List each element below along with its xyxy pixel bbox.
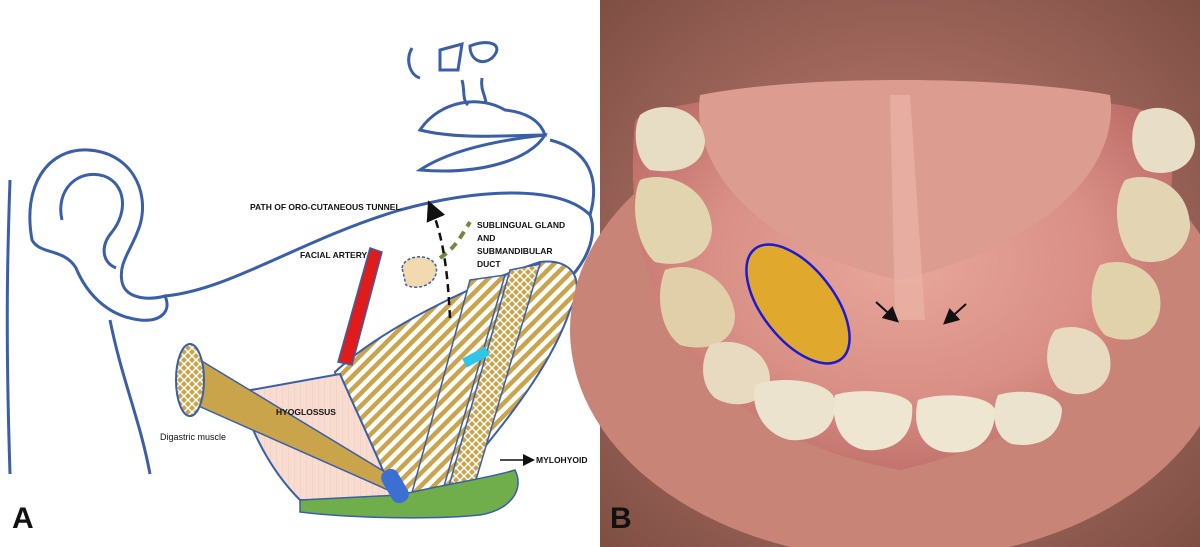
label-mylohyoid: MYLOHYOID [536,455,587,465]
label-sublingual-1: SUBLINGUAL GLAND [477,220,565,230]
lip-upper [417,100,548,138]
frenulum [890,95,925,320]
neck-front [108,319,152,475]
teeth-left [635,107,770,405]
nose-left [407,47,421,80]
nose-center [438,41,464,72]
panel-b: B [570,0,1200,547]
lip-lower [415,133,548,173]
arrow-left [875,301,899,323]
highlight-ellipse [745,243,851,365]
label-tunnel-path: PATH OF ORO-CUTANEOUS TUNNEL [250,202,401,212]
facial-artery [337,247,383,366]
label-hyoglossus: HYOGLOSSUS [276,407,336,417]
label-sublingual-4: DUCT [477,259,501,269]
panel-a: PATH OF ORO-CUTANEOUS TUNNEL SUBLINGUAL … [5,41,596,535]
label-sublingual-2: AND [477,233,495,243]
neck-outline [5,179,12,475]
digastric-end [175,343,205,417]
tunnel-path [426,200,452,319]
hyoid-base [299,469,519,519]
submandibular-duct [438,220,472,260]
label-sublingual-3: SUBMANDIBULAR [477,246,553,256]
teeth-right [1047,107,1195,395]
arrow-right [943,303,967,325]
teeth-front [754,380,1062,453]
cyan-marker [462,346,490,368]
label-facial-artery: FACIAL ARTERY [300,250,368,260]
ear-inner [59,172,124,270]
panel-letter-b: B [610,502,632,535]
ear-outline [28,148,169,322]
label-digastric: Digastric muscle [160,432,226,442]
blue-structure [381,468,409,504]
sublingual-gland [401,256,438,288]
chin-outline [549,138,596,216]
jaw-outline [164,191,595,302]
panel-letter-a: A [12,502,34,535]
nose-right [468,41,499,63]
nose-bridge [460,77,488,107]
